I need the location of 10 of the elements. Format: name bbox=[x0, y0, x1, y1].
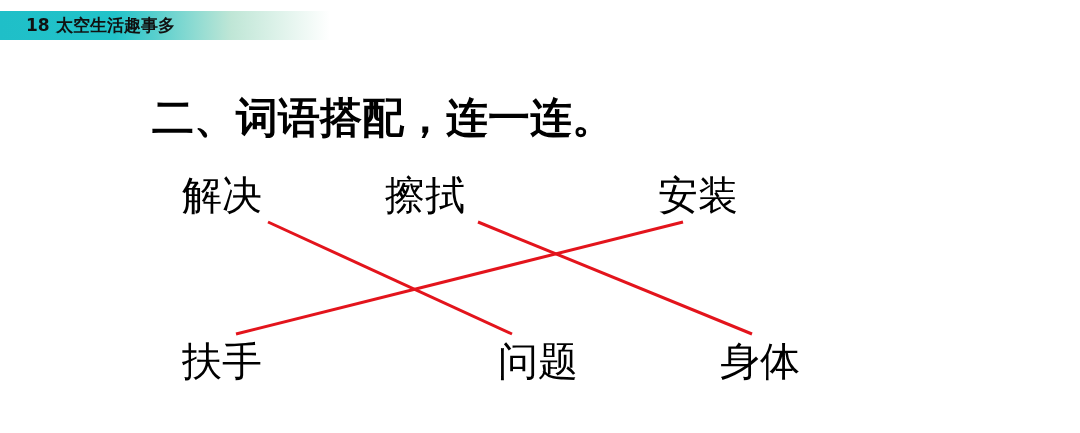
matching-line bbox=[267, 220, 513, 336]
matching-line bbox=[477, 220, 753, 336]
word-label: 安装 bbox=[650, 170, 746, 220]
word-label: 问题 bbox=[490, 336, 586, 386]
matching-line bbox=[235, 220, 684, 336]
word-label: 扶手 bbox=[174, 336, 270, 386]
word-label: 擦拭 bbox=[377, 170, 473, 220]
word-label: 解决 bbox=[174, 170, 270, 220]
exercise-heading: 二、词语搭配，连一连。 bbox=[152, 92, 614, 144]
word-label: 身体 bbox=[712, 336, 808, 386]
